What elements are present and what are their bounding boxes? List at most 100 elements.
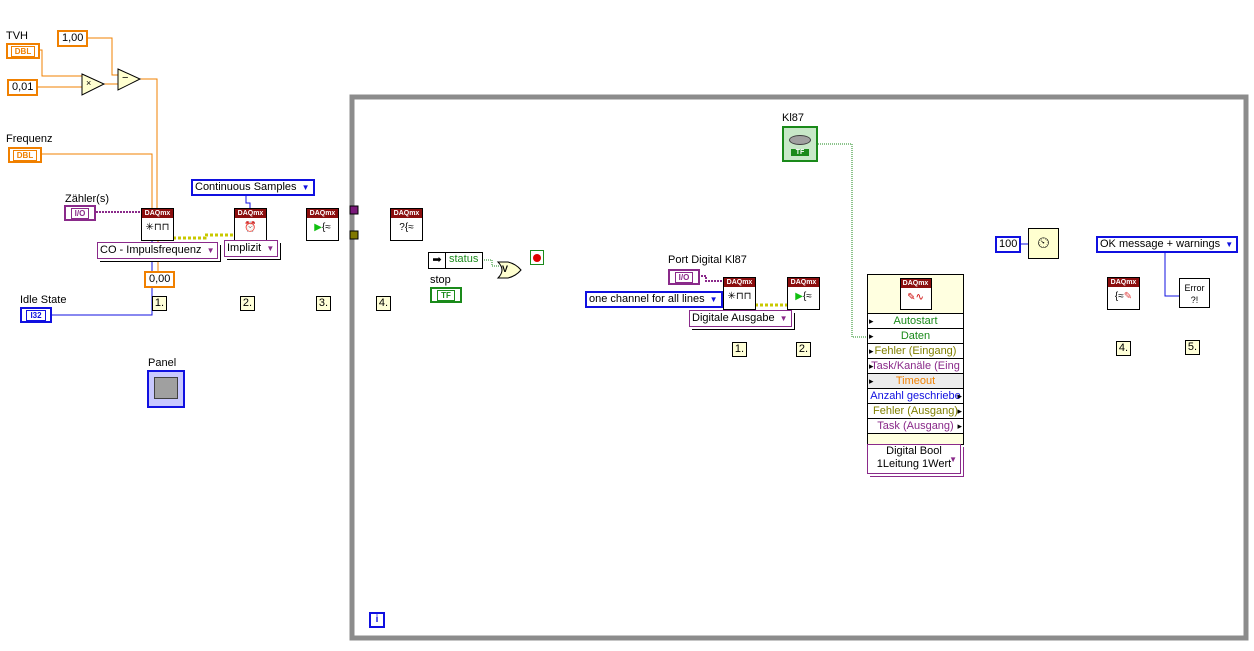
- daqmx-write-express-vi[interactable]: DAQmx✎∿ Autostart Daten Fehler (Eingang)…: [867, 274, 964, 445]
- type-text: TF: [437, 289, 455, 301]
- step-label: 2.: [796, 342, 811, 357]
- vi-header: DAQmx: [1108, 278, 1139, 287]
- led-icon: [789, 135, 811, 145]
- write-icon: DAQmx✎∿: [899, 278, 932, 310]
- timing-type-ring[interactable]: Implizit: [224, 240, 279, 257]
- bool-wires[interactable]: [482, 259, 500, 267]
- kl87-boolean-terminal[interactable]: TF: [782, 126, 818, 162]
- daqmx-is-task-done-vi[interactable]: DAQmx?{≈: [390, 208, 423, 241]
- eraser-icon: {≈✎: [1114, 291, 1133, 302]
- stop-icon: [533, 253, 541, 262]
- zaehler-terminal[interactable]: I/O: [64, 205, 96, 221]
- write-input-daten[interactable]: Daten: [868, 328, 963, 343]
- step-label: 1.: [732, 342, 747, 357]
- subtract-symbol: −: [122, 72, 129, 84]
- const-0-00[interactable]: 0,00: [144, 271, 176, 288]
- write-input-task[interactable]: Task/Kanäle (Eing: [868, 358, 963, 373]
- wire-error-ring[interactable]: [1164, 252, 1179, 297]
- wire-idle[interactable]: [50, 240, 153, 316]
- write-output-fehler[interactable]: Fehler (Ausgang): [868, 403, 963, 418]
- step-label: 4.: [376, 296, 391, 311]
- status-text: status: [449, 253, 479, 265]
- write-input-timeout[interactable]: Timeout: [868, 373, 963, 388]
- vi-header: DAQmx: [724, 278, 755, 287]
- type-text: I32: [26, 309, 46, 321]
- wire-kl87[interactable]: [818, 143, 867, 338]
- daqmx-create-channel-vi[interactable]: DAQmx✳⊓⊓: [141, 208, 174, 241]
- frequenz-terminal[interactable]: DBL: [8, 147, 42, 163]
- panel-label: Panel: [148, 357, 177, 369]
- port-label: Port Digital Kl87: [668, 254, 747, 266]
- daqmx-start-vi[interactable]: DAQmx▶{≈: [306, 208, 339, 241]
- wire-continuous[interactable]: [245, 195, 251, 208]
- frequenz-label: Frequenz: [6, 133, 53, 145]
- kl87-label: Kl87: [782, 112, 805, 124]
- wire-tvh[interactable]: [40, 49, 82, 77]
- vi-header: DAQmx: [235, 209, 266, 218]
- or-node[interactable]: [496, 261, 522, 279]
- arrow-icon: ➡: [429, 253, 446, 268]
- while-loop[interactable]: [349, 94, 1249, 641]
- daqmx-create-channel-vi-2[interactable]: DAQmx ✳⊓⊓: [723, 277, 756, 310]
- unbundle-status[interactable]: ➡status: [428, 252, 483, 269]
- task-done-icon: ?{≈: [399, 222, 414, 233]
- type-text: TF: [791, 149, 809, 156]
- wire-100[interactable]: [86, 37, 118, 76]
- sample-mode-ring[interactable]: Continuous Samples: [191, 179, 315, 196]
- vi-header: DAQmx: [788, 278, 819, 287]
- error-dialog-ring[interactable]: OK message + warnings: [1096, 236, 1239, 253]
- chevron-down-icon: ▼: [949, 455, 957, 464]
- idle-state-label: Idle State: [20, 294, 67, 306]
- tvh-label: TVH: [6, 30, 28, 42]
- step-label: 5.: [1185, 340, 1200, 355]
- wire-sub-out[interactable]: [140, 78, 158, 208]
- start-icon: ▶{≈: [795, 291, 812, 302]
- write-output-task[interactable]: Task (Ausgang): [868, 418, 963, 433]
- ring-line2: 1Leitung 1Wert: [876, 458, 952, 470]
- wait-ms-const[interactable]: 100: [995, 236, 1022, 253]
- step-label: 4.: [1116, 341, 1131, 356]
- shift-register-task[interactable]: [349, 205, 359, 215]
- step-label: 3.: [316, 296, 331, 311]
- loop-stop-condition[interactable]: [530, 250, 544, 265]
- tvh-terminal[interactable]: DBL: [6, 43, 40, 59]
- const-1-00[interactable]: 1,00: [57, 30, 89, 47]
- ring-line1: Digital Bool: [886, 445, 942, 457]
- daqmx-timing-vi[interactable]: DAQmx⏰: [234, 208, 267, 241]
- stop-terminal[interactable]: TF: [430, 287, 462, 303]
- vi-header: DAQmx: [307, 209, 338, 218]
- multiply-symbol: ×: [86, 78, 92, 88]
- shift-register-error[interactable]: [349, 230, 359, 240]
- multiply-node[interactable]: [81, 73, 106, 96]
- write-input-autostart[interactable]: Autostart: [868, 313, 963, 328]
- daqmx-clear-task-vi[interactable]: DAQmx {≈✎: [1107, 277, 1140, 310]
- or-symbol: V: [502, 264, 509, 274]
- step-label: 2.: [240, 296, 255, 311]
- type-text: I/O: [70, 207, 90, 219]
- port-terminal[interactable]: I/O: [668, 269, 700, 285]
- wire-frequenz[interactable]: [40, 153, 153, 208]
- task-wire-right[interactable]: [698, 275, 723, 282]
- idle-state-terminal[interactable]: I32: [20, 307, 52, 323]
- subtract-node[interactable]: [117, 68, 142, 91]
- type-text: DBL: [12, 149, 38, 161]
- co-type-ring[interactable]: CO - Impulsfrequenz: [97, 242, 219, 259]
- const-0-01[interactable]: 0,01: [7, 79, 39, 96]
- write-footer: [868, 433, 963, 444]
- iteration-terminal[interactable]: i: [369, 612, 385, 628]
- error-wire-left[interactable]: [173, 233, 234, 240]
- daqmx-start-vi-2[interactable]: DAQmx ▶{≈: [787, 277, 820, 310]
- type-text: DBL: [10, 45, 36, 57]
- digital-output-ring[interactable]: Digitale Ausgabe: [689, 310, 792, 327]
- line-grouping-ring[interactable]: one channel for all lines: [585, 291, 723, 308]
- error-handler-icon[interactable]: Error ?!: [1179, 278, 1210, 308]
- metronome-icon[interactable]: ⏲: [1028, 228, 1059, 259]
- write-output-anzahl[interactable]: Anzahl geschriebe: [868, 388, 963, 403]
- create-channel-icon: ✳⊓⊓: [145, 222, 170, 233]
- panel-reference-icon[interactable]: [147, 370, 185, 408]
- write-input-fehler[interactable]: Fehler (Eingang): [868, 343, 963, 358]
- type-text: I/O: [674, 271, 694, 283]
- write-type-ring[interactable]: Digital Bool 1Leitung 1Wert ▼: [867, 444, 961, 474]
- create-channel-icon: ✳⊓⊓: [727, 291, 752, 302]
